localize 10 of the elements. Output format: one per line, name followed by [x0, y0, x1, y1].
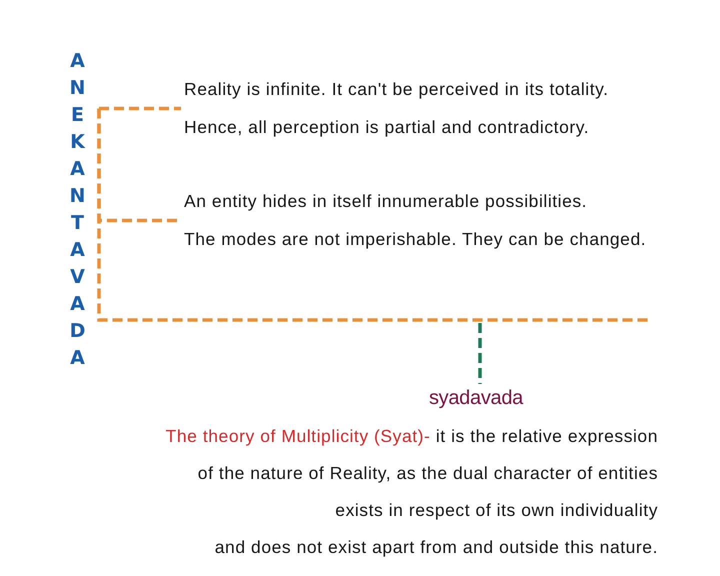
- statement-text: Hence, all perception is partial and contradictory.: [184, 117, 590, 138]
- definition-text: The theory of Multiplicity (Syat)- it is the relative expression of the nature of Reality, as the dual character of entities exists in respect of its own individuality and does not exist apart from and outside this nature.: [166, 425, 658, 559]
- statement-text: Reality is infinite. It can't be perceived in its totality.: [184, 79, 609, 100]
- dashed-connector: [97, 108, 650, 322]
- vertical-title: ANEKANTAVADA: [68, 48, 87, 372]
- dashed-connector: [97, 106, 181, 110]
- statement-text: An entity hides in itself innumerable possibilities.: [184, 191, 588, 212]
- dashed-connector: [478, 323, 482, 384]
- statement-text: The modes are not imperishable. They can be changed.: [184, 229, 646, 250]
- subheading: syadavada: [428, 386, 523, 410]
